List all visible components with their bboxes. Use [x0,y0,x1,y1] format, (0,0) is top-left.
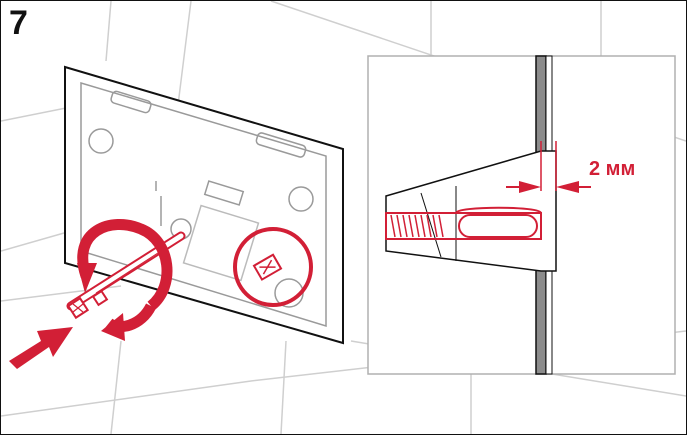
rotation-arrowhead [101,313,125,341]
step-number: 7 [9,3,28,43]
gap-dimension-label: 2 мм [589,158,635,181]
detail-inset [368,56,675,374]
push-arrow-icon [9,327,73,369]
wall-mounting-plate [65,67,343,343]
